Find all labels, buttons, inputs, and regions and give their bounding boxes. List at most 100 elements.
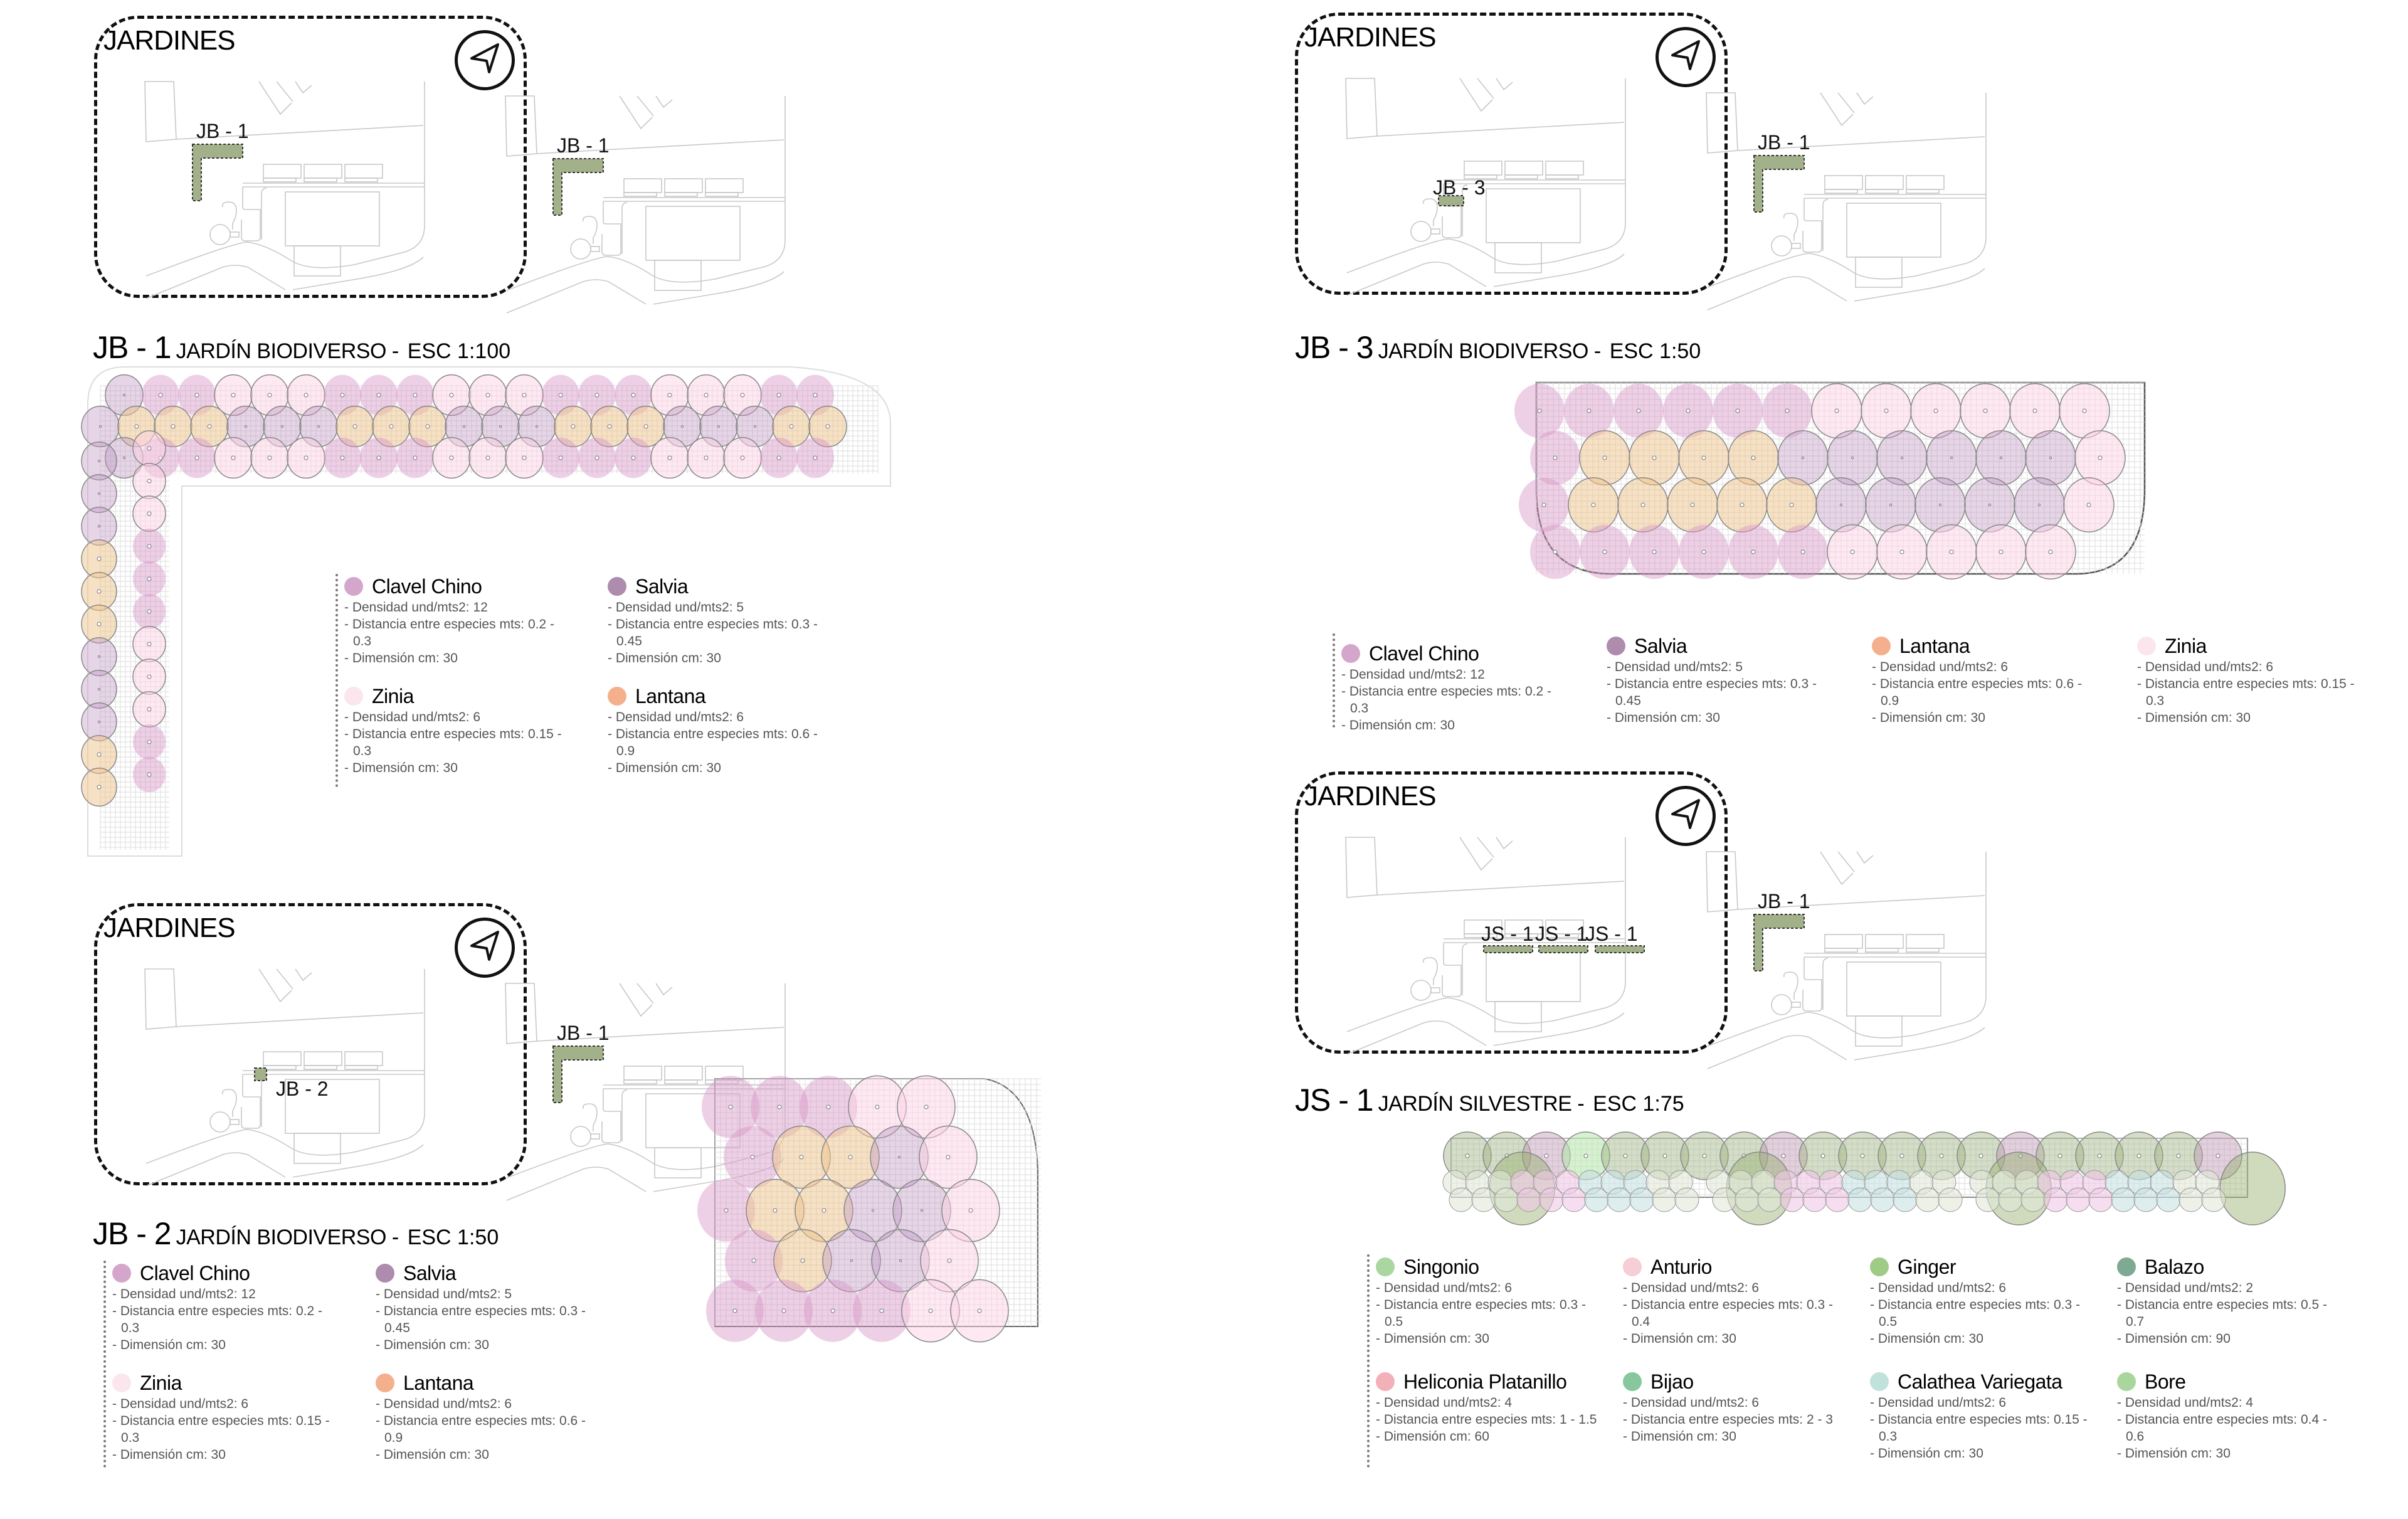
plant-center-marker: [1640, 502, 1645, 507]
road-lower: [145, 1144, 424, 1187]
legend-item-header: Lantana: [1872, 633, 2082, 659]
legend-item-header: Clavel Chino: [344, 574, 554, 599]
plant-center-marker: [147, 707, 152, 712]
plant-center-marker: [1834, 408, 1839, 413]
planting-plan-jb3: [1514, 381, 2146, 580]
species-color-swatch: [344, 577, 363, 596]
pavilion-step: [1865, 189, 1899, 194]
legend-item-header: Clavel Chino: [1341, 641, 1551, 666]
plant-center-marker: [413, 393, 418, 398]
path-inner: [261, 188, 267, 240]
plant-center-marker: [799, 1155, 804, 1160]
road-line: [536, 1027, 784, 1042]
species-name: Ginger: [1898, 1255, 1956, 1278]
road-line: [536, 139, 784, 154]
plant-center-marker: [1939, 1153, 1944, 1158]
plant-center-marker: [1988, 504, 1991, 506]
plant-center-marker: [607, 424, 612, 429]
plant-center-marker: [643, 424, 648, 429]
species-dimension: - Dimensión cm: 30: [1623, 1331, 1736, 1346]
species-dimension: - Dimensión cm: 30: [112, 1448, 226, 1462]
legend-item-header: Bore: [2117, 1369, 2327, 1394]
species-dimension: - Dimensión cm: 30: [1870, 1446, 1983, 1461]
plant-center-marker: [98, 688, 100, 691]
species-distance-continued: 0.9: [384, 1431, 403, 1445]
species-name: Salvia: [1634, 634, 1687, 657]
plant-center-marker: [147, 544, 152, 549]
pavilion: [304, 164, 342, 179]
path-inner: [1822, 958, 1829, 1010]
species-density: - Densidad und/mts2: 6: [376, 1397, 512, 1411]
species-color-swatch: [1870, 1372, 1889, 1391]
species-density: - Densidad und/mts2: 12: [344, 600, 488, 615]
plant-center-marker: [594, 455, 599, 460]
species-dimension: - Dimensión cm: 30: [1623, 1429, 1736, 1444]
pavilion: [304, 1051, 342, 1066]
plant-center-marker: [594, 393, 599, 398]
species-color-swatch: [1623, 1372, 1642, 1391]
path: [1442, 943, 1462, 997]
plant-center-marker: [413, 455, 418, 460]
path: [1802, 957, 1822, 1012]
main-building: [1846, 961, 1941, 1017]
pool-outline: [1783, 971, 1798, 1000]
plant-center-marker: [1544, 1153, 1549, 1158]
section-scale: ESC 1:50: [407, 1225, 499, 1249]
legend-item-header: Anturio: [1623, 1254, 1833, 1279]
species-dimension: - Dimensión cm: 30: [344, 761, 458, 775]
plant-center-marker: [1901, 457, 1903, 459]
pavilion: [705, 178, 744, 193]
plant-center-marker: [158, 393, 163, 398]
species-distance-continued: 0.3: [121, 1431, 140, 1445]
plant-center-marker: [1860, 1153, 1865, 1158]
garden-area-highlight: [254, 1067, 267, 1081]
plant-center-marker: [147, 446, 152, 451]
plant-center-marker: [2082, 408, 2087, 413]
walkway: [1444, 938, 1625, 943]
species-name: Calathea Variegata: [1898, 1370, 2062, 1393]
species-dimension: - Dimensión cm: 30: [2137, 711, 2251, 725]
plant-center-marker: [1850, 549, 1855, 554]
planting-plan-js1: [1442, 1131, 2286, 1225]
pool-outline: [221, 201, 237, 230]
planting-plan-jb2: [697, 1075, 1041, 1343]
plant-center-marker: [171, 424, 176, 429]
plant-center-marker: [777, 1104, 782, 1109]
species-color-swatch: [112, 1264, 131, 1283]
plant-center-marker: [1800, 549, 1805, 554]
plant-center-marker: [921, 1209, 923, 1212]
pavilion: [1906, 934, 1945, 949]
species-color-swatch: [1872, 637, 1891, 655]
path: [241, 1074, 261, 1129]
legend-item-bijao: Bijao- Densidad und/mts2: 6- Distancia e…: [1623, 1369, 1833, 1445]
plant-center-marker: [2098, 455, 2103, 460]
species-dimension: - Dimensión cm: 30: [1872, 711, 1985, 725]
annex-building: [293, 1133, 341, 1164]
plant-center-marker: [898, 1156, 900, 1158]
plant-center-marker: [304, 393, 309, 398]
path-inner: [621, 202, 628, 254]
pool-outline: [582, 1103, 598, 1131]
pavilion-step: [705, 1079, 739, 1084]
plant-center-marker: [2048, 549, 2053, 554]
species-name: Bijao: [1650, 1370, 1694, 1393]
plant-center-marker: [147, 479, 152, 484]
plant-center-marker: [1636, 408, 1641, 413]
steps: [230, 231, 240, 238]
plant-center-marker: [850, 1259, 853, 1262]
species-name: Clavel Chino: [372, 574, 482, 598]
pavilion-step: [344, 177, 378, 183]
pool-outline: [1422, 198, 1438, 226]
species-color-swatch: [1341, 644, 1360, 663]
road-lower: [1707, 1027, 1985, 1069]
plant-center-marker: [2057, 1153, 2062, 1158]
species-density: - Densidad und/mts2: 4: [1376, 1395, 1513, 1410]
species-dimension: - Dimensión cm: 30: [608, 651, 721, 665]
pavilion: [623, 1066, 662, 1081]
species-distance: - Distancia entre especies mts: 1 - 1.5: [1376, 1412, 1597, 1427]
path: [601, 1089, 621, 1143]
plant-center-marker: [776, 393, 781, 398]
keymap-jb3: JARDINES JB - 1 JB - 3: [1295, 13, 1987, 310]
